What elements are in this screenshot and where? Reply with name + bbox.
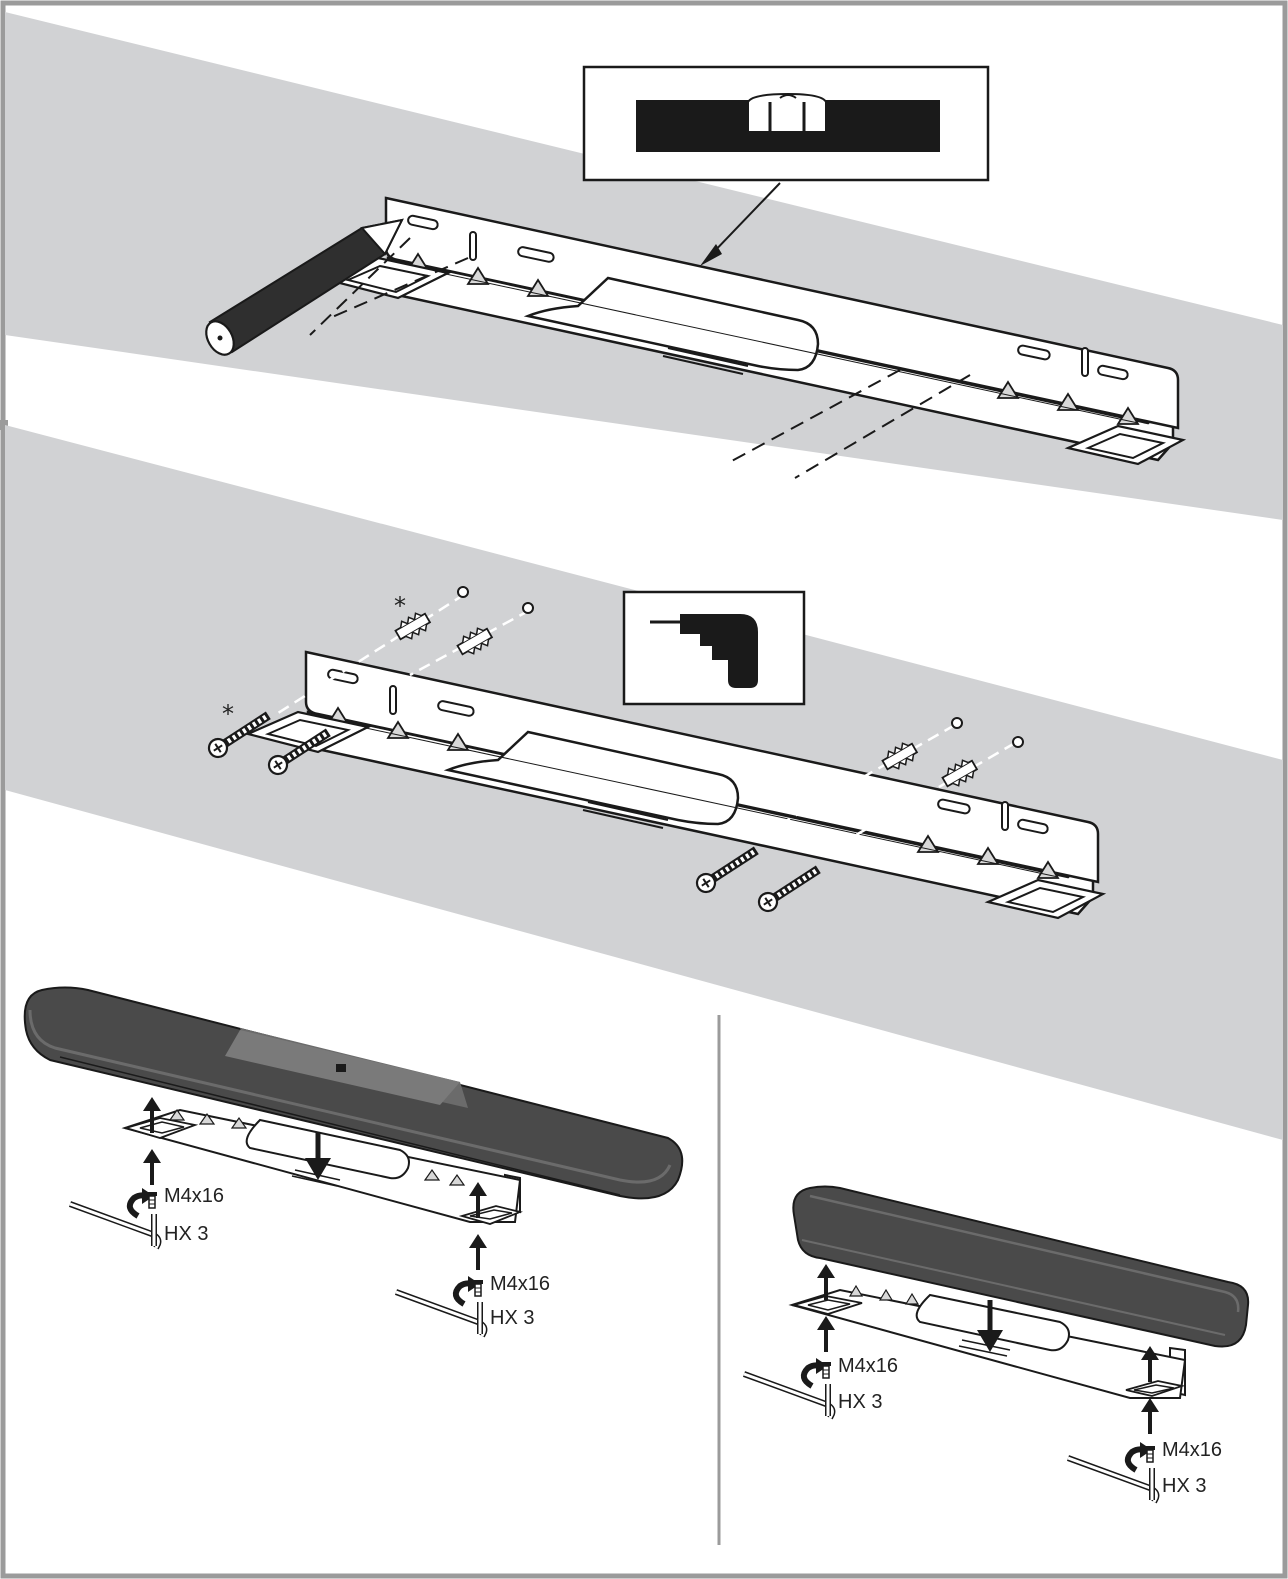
soundbar-1 [23, 986, 684, 1200]
optional-marker: * [394, 592, 406, 620]
drill-icon [650, 614, 758, 688]
down-arrow-icon [977, 1300, 1003, 1352]
drill-inset [622, 590, 806, 706]
hex-key-label: HX 3 [490, 1307, 534, 1329]
hex-key-label: HX 3 [838, 1391, 882, 1413]
spirit-level-inset [582, 65, 990, 182]
step-2-drill-and-plugs: * * [5, 425, 1283, 1140]
optional-marker: * [222, 700, 234, 728]
screw-label: M4x16 [838, 1355, 898, 1377]
guide-lines-1 [309, 237, 971, 479]
screw-label: M4x16 [164, 1185, 224, 1207]
step-1-mark-holes [0, 12, 1283, 520]
screw-icon [472, 1279, 484, 1297]
step-4-attach-soundbar-shelf: M4x16 HX 3 M4x16 HX 3 [744, 1185, 1250, 1579]
screw-icon [146, 1191, 158, 1209]
hex-key-label: HX 3 [164, 1223, 208, 1245]
step-3-attach-soundbar-wall: M4x16 HX 3 M4x16 HX 3 [23, 986, 684, 1337]
screw-label: M4x16 [1162, 1439, 1222, 1461]
down-arrow-icon [305, 1132, 331, 1180]
hex-key-label: HX 3 [1162, 1475, 1206, 1497]
screw-icon [1144, 1445, 1156, 1463]
spirit-level-icon [636, 92, 940, 152]
screw-icon [820, 1361, 832, 1379]
soundbar-2 [792, 1185, 1250, 1348]
pencil-icon [205, 218, 404, 356]
screw-label: M4x16 [490, 1273, 550, 1295]
level-pointer-arrow [707, 182, 781, 259]
